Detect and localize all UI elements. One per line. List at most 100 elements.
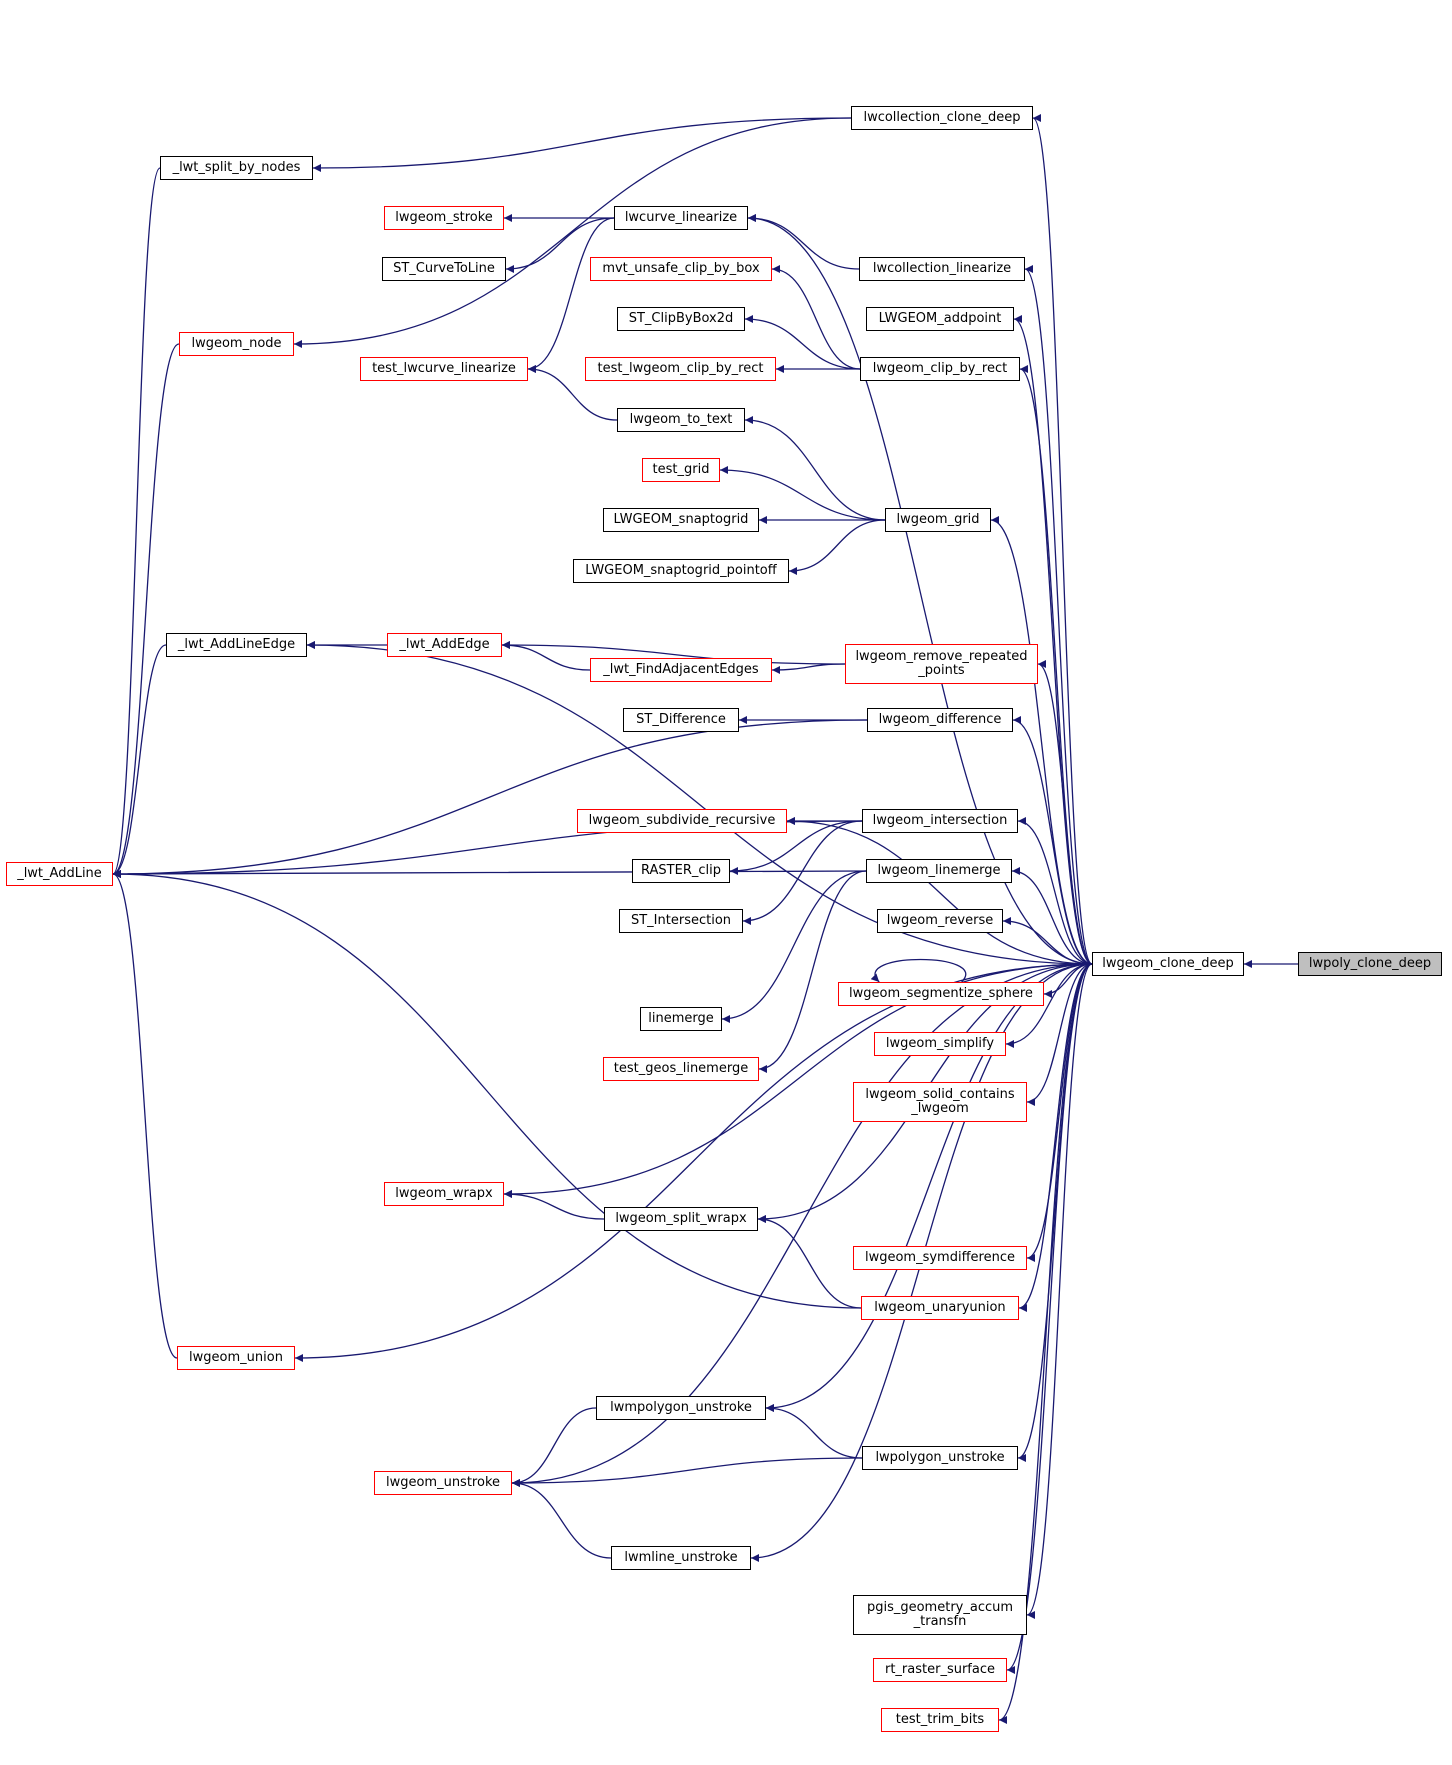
node-lwt-addlineedge[interactable]: _lwt_AddLineEdge: [166, 633, 307, 657]
node-lwgeom-unstroke[interactable]: lwgeom_unstroke: [374, 1471, 512, 1495]
edge-lwgeom_unaryunion-lwgeom_clone_deep: [1018, 963, 1093, 1312]
node-lwgeom-segmentize-sphere[interactable]: lwgeom_segmentize_sphere: [838, 982, 1044, 1006]
edge-lwgeom_segmentize_sphere-lwgeom_segmentize_sphere: [870, 958, 967, 983]
edge-lwt_AddLine-lwt_AddLineEdge: [112, 644, 167, 878]
edge-lwt_AddLine-lwgeom_union: [112, 870, 178, 1359]
edge-mvt_unsafe_clip_by_box-lwgeom_clip_by_rect: [771, 265, 861, 370]
node-lwgeom-to-text[interactable]: lwgeom_to_text: [617, 408, 745, 432]
edge-lwt_AddLine-lwgeom_node: [112, 343, 180, 878]
edge-lwt_AddLineEdge-lwgeom_clone_deep: [306, 641, 1093, 965]
edge-lwgeom_solid_contains_lwgeom-lwgeom_clone_deep: [1026, 963, 1093, 1106]
node-pgis-geometry-accum-transfn[interactable]: pgis_geometry_accum _transfn: [853, 1595, 1027, 1635]
node-lwgeom-reverse[interactable]: lwgeom_reverse: [877, 909, 1003, 933]
edge-lwt_split_by_nodes-lwcollection_clone_deep: [312, 117, 852, 172]
node-lwgeom-split-wrapx[interactable]: lwgeom_split_wrapx: [604, 1207, 758, 1231]
edge-lwt_AddEdge-lwgeom_remove_repeated_points: [501, 641, 846, 665]
edge-lwgeom_difference-lwgeom_clone_deep: [1012, 716, 1093, 965]
edge-lwgeom_node-lwcollection_clone_deep: [293, 117, 852, 348]
node-rt-raster-surface[interactable]: rt_raster_surface: [873, 1658, 1007, 1682]
edge-test_geos_linemerge-lwgeom_linemerge: [758, 870, 867, 1073]
node-lwgeom-remove-repeated-points[interactable]: lwgeom_remove_repeated _points: [845, 644, 1038, 684]
node-lwgeom-simplify[interactable]: lwgeom_simplify: [874, 1032, 1006, 1056]
edge-lwt_AddLine-lwt_split_by_nodes: [112, 167, 161, 878]
node-test-trim-bits[interactable]: test_trim_bits: [881, 1708, 999, 1732]
node-lwt-addedge[interactable]: _lwt_AddEdge: [387, 633, 502, 657]
edge-lwgeom_intersection-lwgeom_clone_deep: [1017, 817, 1093, 965]
node-lwgeom-addpoint[interactable]: LWGEOM_addpoint: [866, 307, 1014, 331]
node-lwgeom-solid-contains-lwgeom[interactable]: lwgeom_solid_contains _lwgeom: [853, 1082, 1027, 1122]
node-lwpoly-clone-deep: lwpoly_clone_deep: [1298, 952, 1442, 976]
node-lwcollection-linearize[interactable]: lwcollection_linearize: [859, 257, 1025, 281]
edge-lwgeom_wrapx-lwgeom_clone_deep: [503, 963, 1093, 1198]
edge-lwt_AddLine-lwgeom_unaryunion: [112, 870, 862, 1309]
edge-lwgeom_linemerge-lwgeom_clone_deep: [1011, 867, 1093, 965]
edge-lwt_AddLine-lwgeom_difference: [112, 719, 868, 878]
edge-lwcollection_linearize-lwgeom_clone_deep: [1024, 265, 1093, 965]
edge-lwgeom_simplify-lwgeom_clone_deep: [1005, 963, 1093, 1048]
edge-LWGEOM_snaptogrid_pointoff-lwgeom_grid: [788, 519, 886, 575]
edge-ST_ClipByBox2d-lwgeom_clip_by_rect: [744, 315, 861, 370]
edge-LWGEOM_addpoint-lwgeom_clone_deep: [1013, 315, 1093, 965]
edge-lwcurve_linearize-lwcollection_linearize: [747, 214, 860, 270]
node-lwpolygon-unstroke[interactable]: lwpolygon_unstroke: [862, 1446, 1018, 1470]
edge-linemerge-lwgeom_linemerge: [721, 870, 867, 1023]
edge-test_grid-lwgeom_grid: [719, 466, 886, 521]
edge-lwgeom_unstroke-lwmpolygon_unstroke: [511, 1407, 597, 1487]
edge-RASTER_clip-lwgeom_intersection: [729, 820, 863, 875]
node-lwgeom-union[interactable]: lwgeom_union: [177, 1346, 295, 1370]
edge-lwmpolygon_unstroke-lwpolygon_unstroke: [765, 1404, 863, 1459]
node-lwgeom-linemerge[interactable]: lwgeom_linemerge: [866, 859, 1012, 883]
node-lwmline-unstroke[interactable]: lwmline_unstroke: [611, 1546, 751, 1570]
node-lwcurve-linearize[interactable]: lwcurve_linearize: [614, 206, 748, 230]
edge-lwgeom_unstroke-lwmline_unstroke: [511, 1479, 612, 1559]
node-lwgeom-subdivide-recursive[interactable]: lwgeom_subdivide_recursive: [577, 809, 787, 833]
node-test-geos-linemerge[interactable]: test_geos_linemerge: [603, 1057, 759, 1081]
edge-lwgeom_split_wrapx-lwgeom_unaryunion: [757, 1215, 862, 1309]
edge-pgis_geometry_accum_transfn-lwgeom_clone_deep: [1026, 963, 1093, 1619]
node-lwgeom-snaptogrid-pointoff[interactable]: LWGEOM_snaptogrid_pointoff: [573, 559, 789, 583]
edge-lwcollection_clone_deep-lwgeom_clone_deep: [1032, 114, 1093, 965]
node-raster-clip[interactable]: RASTER_clip: [632, 859, 730, 883]
edge-lwcurve_linearize-lwgeom_clone_deep: [747, 214, 1093, 965]
node-lwt-findadjacentedges[interactable]: _lwt_FindAdjacentEdges: [590, 658, 772, 682]
node-st-intersection[interactable]: ST_Intersection: [619, 909, 743, 933]
node-lwgeom-clone-deep[interactable]: lwgeom_clone_deep: [1092, 952, 1244, 976]
node-lwgeom-node[interactable]: lwgeom_node: [179, 332, 294, 356]
edge-lwgeom_remove_repeated_points-lwgeom_clone_deep: [1037, 660, 1093, 965]
node-lwgeom-clip-by-rect[interactable]: lwgeom_clip_by_rect: [860, 357, 1020, 381]
edge-lwgeom_to_text-lwgeom_grid: [744, 416, 886, 521]
node-lwcollection-clone-deep[interactable]: lwcollection_clone_deep: [851, 106, 1033, 130]
edge-lwt_FindAdjacentEdges-lwgeom_remove_repeated_points: [771, 663, 846, 674]
edge-lwmpolygon_unstroke-lwgeom_clone_deep: [765, 963, 1093, 1412]
edge-lwgeom_subdivide_recursive-lwgeom_clone_deep: [786, 817, 1093, 965]
node-st-clipbybox2d[interactable]: ST_ClipByBox2d: [617, 307, 745, 331]
edge-test_lwcurve_linearize-lwgeom_to_text: [527, 365, 618, 421]
node-st-curvetoline[interactable]: ST_CurveToLine: [382, 257, 506, 281]
node-test-lwcurve-linearize[interactable]: test_lwcurve_linearize: [360, 357, 528, 381]
node-lwmpolygon-unstroke[interactable]: lwmpolygon_unstroke: [596, 1396, 766, 1420]
edge-lwgeom_reverse-lwgeom_clone_deep: [1002, 917, 1093, 965]
node-test-grid[interactable]: test_grid: [642, 458, 720, 482]
node-st-difference[interactable]: ST_Difference: [623, 708, 739, 732]
node-lwgeom-symdifference[interactable]: lwgeom_symdifference: [853, 1246, 1027, 1270]
edge-test_trim_bits-lwgeom_clone_deep: [998, 963, 1093, 1724]
edge-lwgeom_symdifference-lwgeom_clone_deep: [1026, 963, 1093, 1262]
node-lwt-addline[interactable]: _lwt_AddLine: [6, 862, 113, 886]
edge-lwt_AddEdge-lwt_FindAdjacentEdges: [501, 641, 591, 671]
node-linemerge[interactable]: linemerge: [640, 1007, 722, 1031]
edge-lwgeom_grid-lwgeom_clone_deep: [990, 516, 1093, 965]
edge-ST_CurveToLine-lwcurve_linearize: [505, 217, 615, 273]
node-lwgeom-grid[interactable]: lwgeom_grid: [885, 508, 991, 532]
edge-lwgeom_unstroke-lwpolygon_unstroke: [511, 1457, 863, 1487]
edge-lwgeom_wrapx-lwgeom_split_wrapx: [503, 1190, 605, 1220]
node-lwgeom-snaptogrid[interactable]: LWGEOM_snaptogrid: [603, 508, 759, 532]
node-lwgeom-difference[interactable]: lwgeom_difference: [867, 708, 1013, 732]
node-lwgeom-stroke[interactable]: lwgeom_stroke: [384, 206, 504, 230]
node-mvt-unsafe-clip-by-box[interactable]: mvt_unsafe_clip_by_box: [590, 257, 772, 281]
node-lwgeom-unaryunion[interactable]: lwgeom_unaryunion: [861, 1296, 1019, 1320]
edge-test_lwcurve_linearize-lwcurve_linearize: [527, 217, 615, 373]
node-lwgeom-wrapx[interactable]: lwgeom_wrapx: [384, 1182, 504, 1206]
node-test-lwgeom-clip-by-rect[interactable]: test_lwgeom_clip_by_rect: [585, 357, 776, 381]
node-lwgeom-intersection[interactable]: lwgeom_intersection: [862, 809, 1018, 833]
node-lwt-split-by-nodes[interactable]: _lwt_split_by_nodes: [160, 156, 313, 180]
